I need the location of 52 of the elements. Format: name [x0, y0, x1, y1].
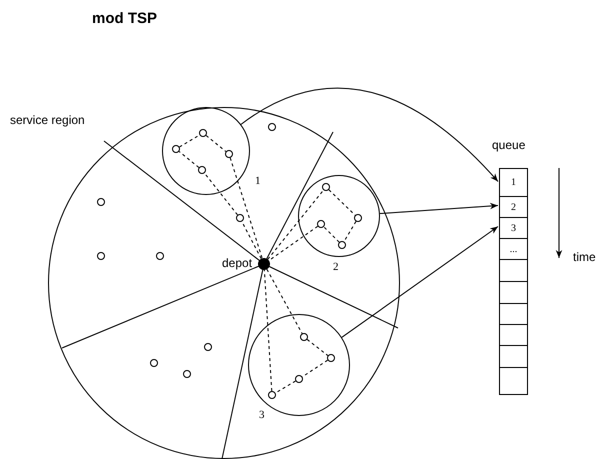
- route-line: [344, 220, 356, 242]
- cluster-circle: [162, 107, 250, 195]
- queue-slot: ...: [500, 238, 527, 259]
- customer-circle: [236, 214, 244, 222]
- customer-circle: [198, 166, 206, 174]
- route-line: [206, 135, 226, 152]
- route-line: [178, 134, 200, 148]
- customer-circle: [150, 359, 158, 367]
- queue-slot: 2: [500, 196, 527, 217]
- customer-circle: [295, 375, 303, 383]
- customer-circle: [268, 391, 276, 399]
- route-line: [268, 226, 318, 262]
- customer-circle: [204, 343, 212, 351]
- customer-circle: [97, 252, 105, 260]
- route-line: [323, 226, 340, 243]
- customer-circle: [156, 252, 164, 260]
- queue-label: queue: [492, 138, 526, 152]
- customer-circle: [172, 145, 180, 153]
- customer-circle: [199, 129, 207, 137]
- route-line: [274, 380, 296, 394]
- route-line: [266, 268, 303, 334]
- route-line: [241, 221, 262, 260]
- route-line: [306, 338, 328, 356]
- customer-circle: [327, 354, 335, 362]
- customer-circle: [300, 333, 308, 341]
- arrow: [379, 202, 498, 214]
- cluster-number: 3: [259, 409, 264, 421]
- cluster-number: 2: [333, 261, 338, 273]
- queue-slot: 3: [500, 217, 527, 238]
- arrow: [240, 88, 498, 182]
- customer-circle: [183, 370, 191, 378]
- customer-circle: [268, 123, 276, 131]
- region-label: service region: [10, 113, 85, 127]
- customer-circle: [97, 198, 105, 206]
- customer-circle: [225, 150, 233, 158]
- time-label: time: [573, 250, 596, 264]
- depot-label: depot: [222, 256, 252, 270]
- diagram-title: mod TSP: [92, 10, 158, 27]
- customer-circle: [354, 214, 362, 222]
- arrow: [341, 226, 498, 338]
- route-line: [328, 189, 356, 216]
- customer-circle: [322, 183, 330, 191]
- route-line: [204, 172, 238, 216]
- route-line: [230, 157, 263, 259]
- customer-circle: [338, 241, 346, 249]
- queue-slot: 1: [500, 169, 527, 196]
- cluster-circle: [298, 175, 380, 257]
- route-line: [264, 270, 272, 392]
- cluster-number: 1: [255, 175, 260, 187]
- customer-circle: [317, 220, 325, 228]
- route-line: [178, 151, 200, 168]
- route-line: [267, 190, 324, 260]
